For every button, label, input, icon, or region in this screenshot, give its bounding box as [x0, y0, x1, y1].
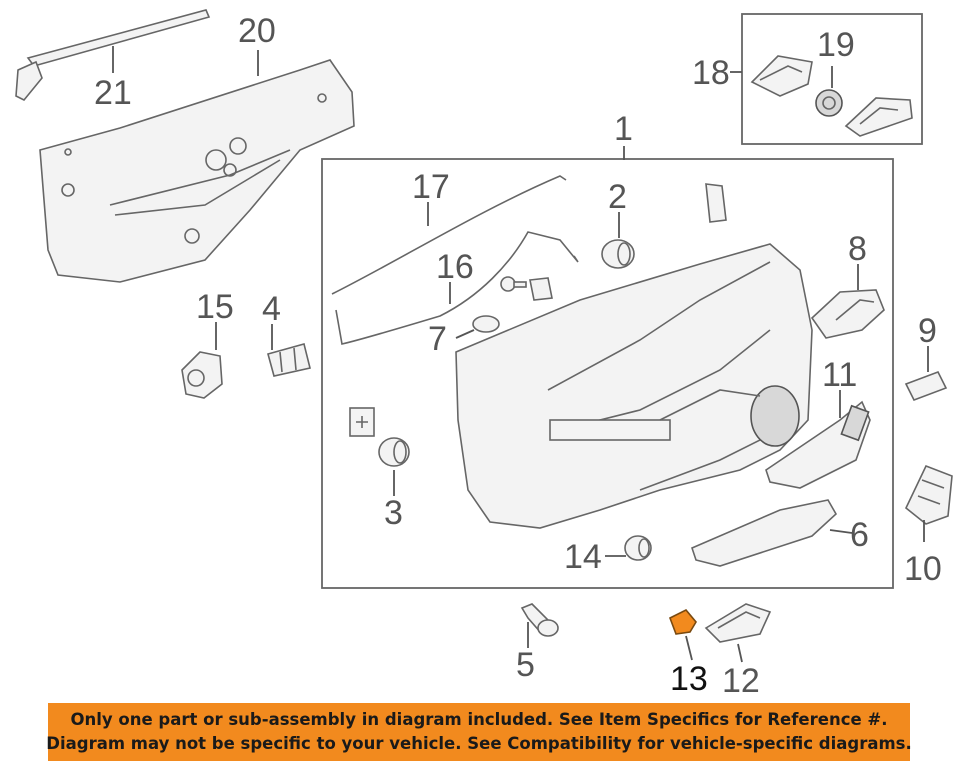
part-clip-b[interactable] — [529, 277, 553, 301]
disclaimer-line-2: Diagram may not be specific to your vehi… — [46, 734, 912, 753]
part-19-knob[interactable] — [815, 89, 843, 117]
callout-4: 4 — [262, 290, 281, 328]
callout-16: 16 — [436, 248, 474, 286]
callout-9: 9 — [918, 312, 937, 350]
part-10-switch[interactable] — [905, 464, 953, 525]
parts-diagram: 21 20 1 19 18 17 2 16 8 15 4 7 9 11 3 6 … — [15, 9, 953, 700]
callout-20: 20 — [238, 12, 276, 50]
part-17-rod[interactable] — [331, 175, 567, 295]
callout-14: 14 — [564, 538, 602, 576]
part-clip-c[interactable] — [705, 183, 727, 223]
part-6-armrest[interactable] — [691, 499, 838, 567]
part-15-actuator[interactable] — [181, 351, 223, 399]
part-21-weatherstrip[interactable] — [15, 9, 211, 102]
part-4-bracket[interactable] — [267, 343, 311, 377]
part-7-pin[interactable] — [472, 315, 500, 333]
callout-5: 5 — [516, 646, 535, 684]
disclaimer-line-1: Only one part or sub-assembly in diagram… — [70, 710, 888, 729]
part-11-armrest-cover[interactable] — [765, 400, 871, 489]
part-clip-a[interactable] — [500, 276, 527, 292]
callout-7: 7 — [428, 320, 447, 358]
disclaimer-banner: Only one part or sub-assembly in diagram… — [46, 703, 912, 761]
part-12-bezel[interactable] — [704, 603, 772, 643]
callout-12: 12 — [722, 662, 760, 700]
callout-2: 2 — [608, 178, 627, 216]
part-8-inside-handle[interactable] — [810, 289, 885, 339]
callout-18: 18 — [692, 54, 730, 92]
part-16-cable[interactable] — [335, 231, 579, 345]
part-9-cap[interactable] — [904, 370, 948, 402]
callout-8: 8 — [848, 230, 867, 268]
part-13-body — [668, 609, 697, 635]
part-square-clip[interactable] — [349, 407, 375, 437]
callout-19: 19 — [817, 26, 855, 64]
part-20-water-deflector[interactable] — [39, 59, 355, 283]
part-3-grommet[interactable] — [378, 437, 410, 467]
assembly-frame — [321, 158, 894, 589]
inset-frame — [741, 13, 923, 145]
callout-6: 6 — [850, 516, 869, 554]
callout-13: 13 — [670, 660, 708, 698]
part-13-bumper-highlighted[interactable] — [668, 609, 697, 635]
callout-17: 17 — [412, 168, 450, 206]
callout-21: 21 — [94, 74, 132, 112]
callout-15: 15 — [196, 288, 234, 326]
callout-3: 3 — [384, 494, 403, 532]
part-2-fastener[interactable] — [601, 239, 635, 269]
callout-10: 10 — [904, 550, 942, 588]
leader-lines — [112, 46, 929, 663]
callout-11: 11 — [822, 356, 857, 394]
part-14-plug[interactable] — [624, 535, 652, 561]
part-18-bracket[interactable] — [750, 55, 813, 97]
part-1-door-panel[interactable] — [455, 243, 813, 529]
callout-1: 1 — [614, 110, 633, 148]
part-18-bezel[interactable] — [844, 97, 913, 137]
part-5-screw[interactable] — [520, 603, 559, 637]
